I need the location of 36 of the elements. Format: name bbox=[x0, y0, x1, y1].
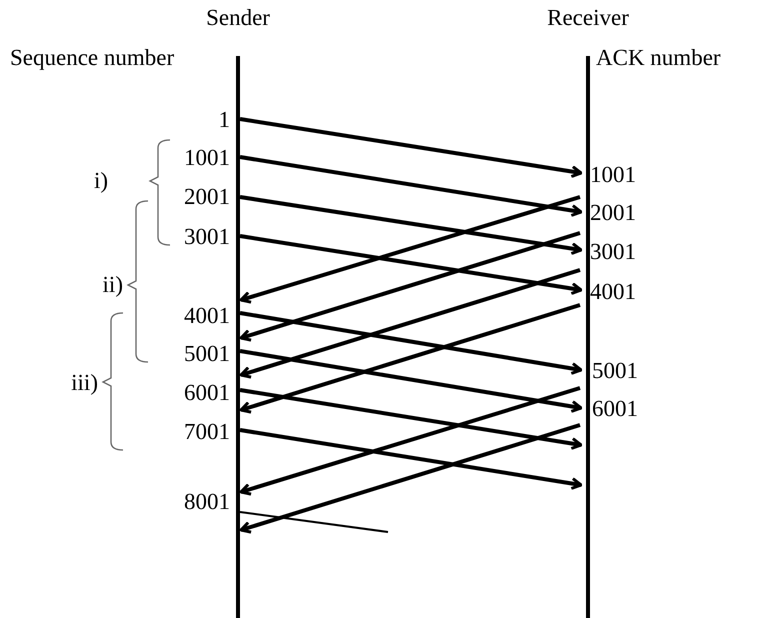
ack-number: 5001 bbox=[592, 359, 638, 383]
arrow bbox=[240, 311, 582, 375]
arrow bbox=[240, 349, 582, 413]
sequence-number: 1 bbox=[218, 108, 230, 132]
sequence-number: 3001 bbox=[184, 225, 230, 249]
sequence-number: 4001 bbox=[184, 304, 230, 328]
ack-number: 3001 bbox=[590, 240, 636, 264]
arrow bbox=[240, 388, 582, 450]
bracket-label: iii) bbox=[71, 371, 98, 395]
sequence-number: 7001 bbox=[184, 420, 230, 444]
arrow bbox=[240, 231, 581, 342]
sequence-number: 8001 bbox=[184, 490, 230, 514]
arrow bbox=[240, 195, 581, 304]
arrow bbox=[240, 155, 582, 217]
axis-label: Sequence number bbox=[10, 46, 174, 70]
arrow bbox=[240, 117, 582, 178]
arrow bbox=[240, 303, 581, 414]
ack-number: 1001 bbox=[590, 163, 636, 187]
arrow bbox=[240, 268, 581, 379]
sequence-number: 6001 bbox=[184, 381, 230, 405]
ack-number: 2001 bbox=[590, 201, 636, 225]
lifeline-heading: Receiver bbox=[547, 6, 629, 30]
ack-number: 4001 bbox=[590, 280, 636, 304]
bracket-label: ii) bbox=[102, 273, 123, 297]
sequence-number: 1001 bbox=[184, 146, 230, 170]
ack-number: 6001 bbox=[592, 397, 638, 421]
sequence-number: 5001 bbox=[184, 342, 230, 366]
axis-label: ACK number bbox=[596, 46, 721, 70]
lifeline-heading: Sender bbox=[206, 6, 270, 30]
arrow bbox=[240, 195, 582, 256]
sequence-number: 2001 bbox=[184, 185, 230, 209]
arrow bbox=[240, 428, 582, 490]
bracket-label: i) bbox=[94, 169, 108, 193]
arrow bbox=[240, 386, 581, 496]
arrow bbox=[240, 423, 581, 534]
arrow bbox=[240, 234, 582, 296]
